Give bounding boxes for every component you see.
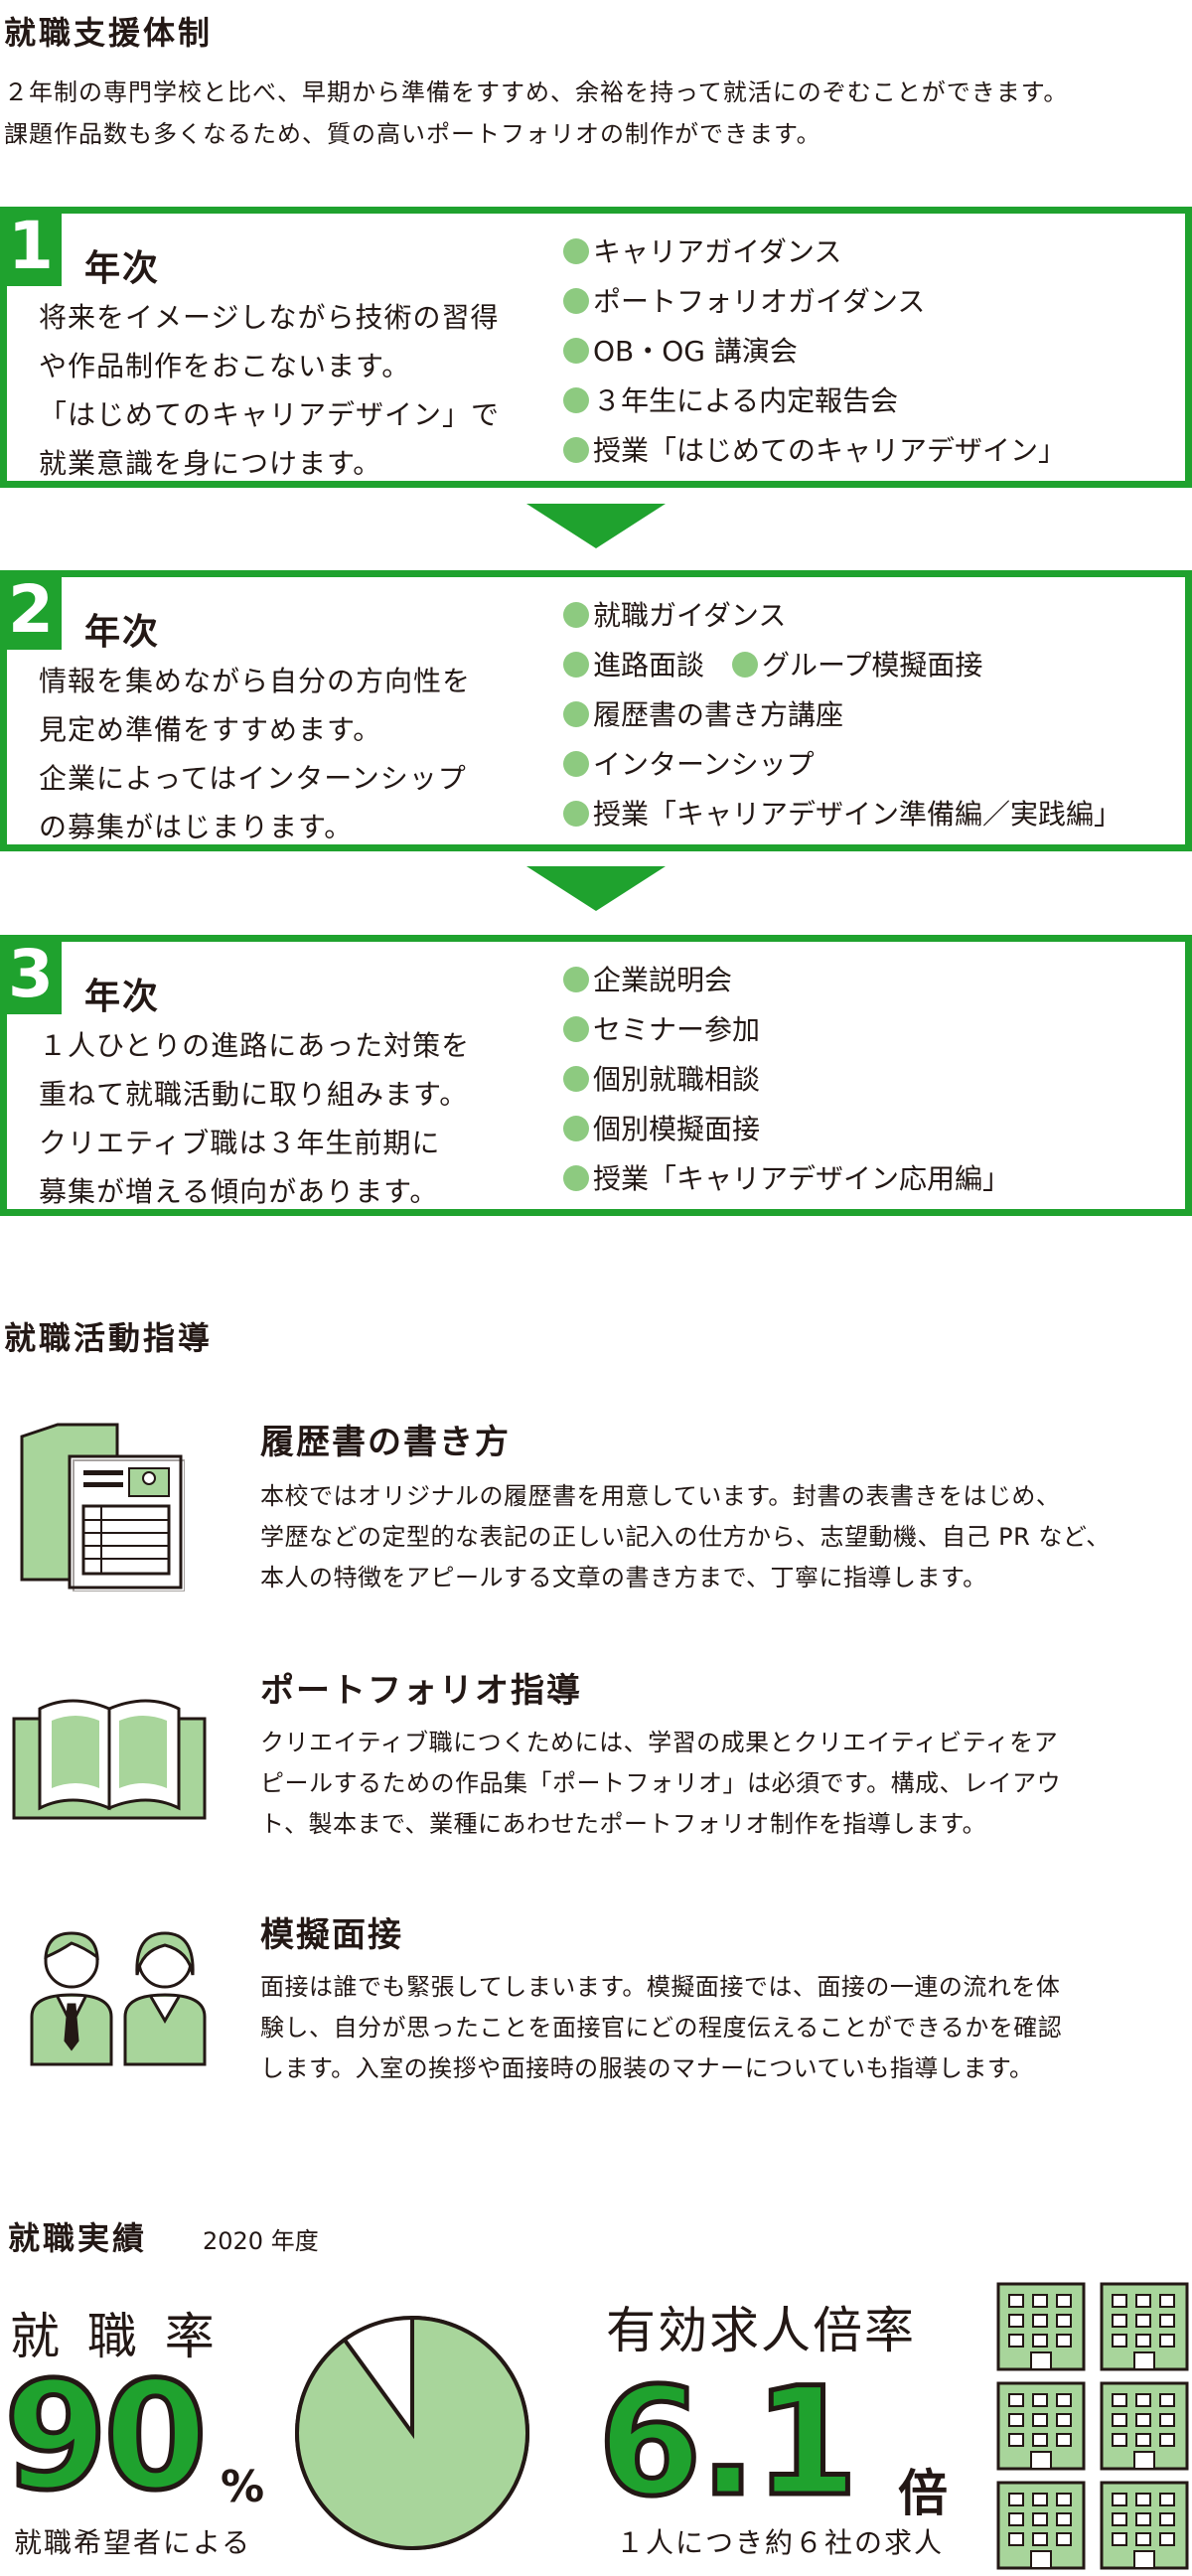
bullet-dot-icon bbox=[563, 967, 589, 992]
job-ratio-note: １人につき約６社の求人 bbox=[616, 2526, 945, 2559]
down-arrow-icon bbox=[526, 504, 666, 548]
support-title: 就職支援体制 bbox=[4, 14, 214, 52]
guidance-title: 就職活動指導 bbox=[4, 1319, 214, 1357]
list-item: インターンシップ bbox=[563, 740, 1192, 790]
open-book-icon bbox=[12, 1699, 207, 1820]
list-item: 授業「はじめてのキャリアデザイン」 bbox=[563, 426, 1192, 476]
employment-rate-note: 就職希望者による bbox=[14, 2526, 252, 2559]
bullet-dot-icon bbox=[732, 652, 759, 678]
list-item: 進路面談グループ模擬面接 bbox=[563, 641, 1192, 690]
interview-people-icon bbox=[30, 1931, 207, 2066]
buildings-icon bbox=[996, 2282, 1189, 2570]
pie-employed-slice bbox=[295, 2315, 529, 2550]
year-3-description: １人ひとりの進路にあった対策を重ねて就職活動に取り組みます。 クリエティブ職は３… bbox=[39, 1029, 471, 1208]
year-1-activities: キャリアガイダンス ポートフォリオガイダンス OB・OG 講演会 ３年生による内… bbox=[563, 227, 1192, 476]
list-item: 企業説明会 bbox=[563, 956, 1192, 1005]
guidance-item-text: 面接は誰でも緊張してしまいます。模擬面接では、面接の一連の流れを体験し、自分が思… bbox=[260, 1973, 1063, 2082]
year-3-activities: 企業説明会 セミナー参加 個別就職相談 個別模擬面接 授業「キャリアデザイン応用… bbox=[563, 956, 1192, 1204]
list-item: セミナー参加 bbox=[563, 1005, 1192, 1055]
year-2-label: 年次 bbox=[84, 612, 161, 653]
bullet-dot-icon bbox=[563, 652, 589, 678]
list-item: ３年生による内定報告会 bbox=[563, 377, 1192, 426]
year-1-box: 1 年次 将来をイメージしながら技術の習得や作品制作をおこないます。 「はじめて… bbox=[0, 207, 1192, 488]
year-3-number: 3 bbox=[0, 935, 62, 1014]
year-2-box: 2 年次 情報を集めながら自分の方向性を見定め準備をすすめます。 企業によっては… bbox=[0, 570, 1192, 851]
resume-icon bbox=[20, 1423, 185, 1591]
down-arrow-icon bbox=[526, 866, 666, 911]
list-item: 個別就職相談 bbox=[563, 1055, 1192, 1105]
list-item: 授業「キャリアデザイン準備編／実践編」 bbox=[563, 790, 1192, 839]
job-ratio-unit: 倍 bbox=[898, 2465, 948, 2522]
bullet-dot-icon bbox=[563, 1116, 589, 1141]
year-3-label: 年次 bbox=[84, 977, 161, 1017]
results-year: 2020 年度 bbox=[203, 2227, 319, 2255]
guidance-item-text: クリエイティブ職につくためには、学習の成果とクリエイティビティをアピールするため… bbox=[260, 1729, 1062, 1838]
bullet-dot-icon bbox=[563, 238, 589, 264]
guidance-item-title: 履歴書の書き方 bbox=[260, 1423, 511, 1462]
bullet-dot-icon bbox=[563, 1066, 589, 1092]
list-item: 個別模擬面接 bbox=[563, 1105, 1192, 1154]
year-1-label: 年次 bbox=[84, 248, 161, 289]
guidance-item-title: 模擬面接 bbox=[260, 1915, 403, 1955]
bullet-dot-icon bbox=[563, 338, 589, 364]
bullet-dot-icon bbox=[563, 1016, 589, 1042]
bullet-dot-icon bbox=[563, 801, 589, 827]
year-3-box: 3 年次 １人ひとりの進路にあった対策を重ねて就職活動に取り組みます。 クリエテ… bbox=[0, 935, 1192, 1216]
bullet-dot-icon bbox=[563, 387, 589, 413]
list-item: 就職ガイダンス bbox=[563, 591, 1192, 641]
list-item: OB・OG 講演会 bbox=[563, 327, 1192, 377]
year-1-number: 1 bbox=[0, 207, 62, 286]
bullet-dot-icon bbox=[563, 1165, 589, 1191]
list-item: ポートフォリオガイダンス bbox=[563, 277, 1192, 327]
bullet-dot-icon bbox=[563, 437, 589, 463]
support-intro: ２年制の専門学校と比べ、早期から準備をすすめ、余裕を持って就活にのぞむことができ… bbox=[4, 78, 1069, 148]
job-ratio-label: 有効求人倍率 bbox=[606, 2302, 916, 2359]
guidance-item-title: ポートフォリオ指導 bbox=[260, 1671, 582, 1711]
bullet-dot-icon bbox=[563, 751, 589, 777]
list-item: 授業「キャリアデザイン応用編」 bbox=[563, 1154, 1192, 1204]
year-2-number: 2 bbox=[0, 570, 62, 650]
employment-pie-chart bbox=[295, 2315, 529, 2550]
guidance-item-text: 本校ではオリジナルの履歴書を用意しています。封書の表書きをはじめ、学歴などの定型… bbox=[260, 1482, 1111, 1591]
year-1-description: 将来をイメージしながら技術の習得や作品制作をおこないます。 「はじめてのキャリア… bbox=[39, 301, 501, 480]
results-title: 就職実績 bbox=[8, 2219, 148, 2257]
job-ratio-value: 6.1 bbox=[596, 2356, 861, 2530]
employment-rate-unit: % bbox=[221, 2462, 265, 2512]
employment-rate-value: 90 bbox=[2, 2350, 211, 2524]
year-2-activities: 就職ガイダンス 進路面談グループ模擬面接 履歴書の書き方講座 インターンシップ … bbox=[563, 591, 1192, 839]
bullet-dot-icon bbox=[563, 602, 589, 628]
year-2-description: 情報を集めながら自分の方向性を見定め準備をすすめます。 企業によってはインターン… bbox=[39, 665, 472, 843]
list-item: 履歴書の書き方講座 bbox=[563, 690, 1192, 740]
bullet-dot-icon bbox=[563, 288, 589, 314]
employment-rate-label: 就 職 率 bbox=[10, 2308, 221, 2365]
bullet-dot-icon bbox=[563, 701, 589, 727]
list-item: キャリアガイダンス bbox=[563, 227, 1192, 277]
